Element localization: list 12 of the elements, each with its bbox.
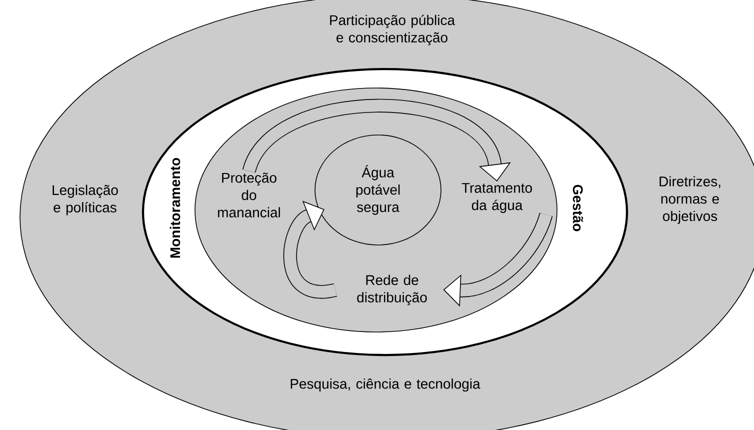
area-label: Rede de distribuição (357, 274, 427, 306)
area-label: Monitoramento (170, 158, 180, 258)
area-label: Participação pública e conscientização (330, 14, 455, 46)
area-label: Proteção do manancial (218, 172, 280, 218)
area-label: Gestão (572, 184, 584, 232)
area-label: Legislação e políticas (52, 184, 118, 216)
curved-block-arrow (443, 212, 553, 307)
curved-block-arrow (242, 98, 511, 182)
curved-block-arrow (283, 200, 336, 299)
area-label: Pesquisa, ciência e tecnologia (290, 378, 480, 392)
area-label: Tratamento da água (462, 183, 532, 213)
area-label: Diretrizes, normas e objetivos (660, 176, 720, 224)
